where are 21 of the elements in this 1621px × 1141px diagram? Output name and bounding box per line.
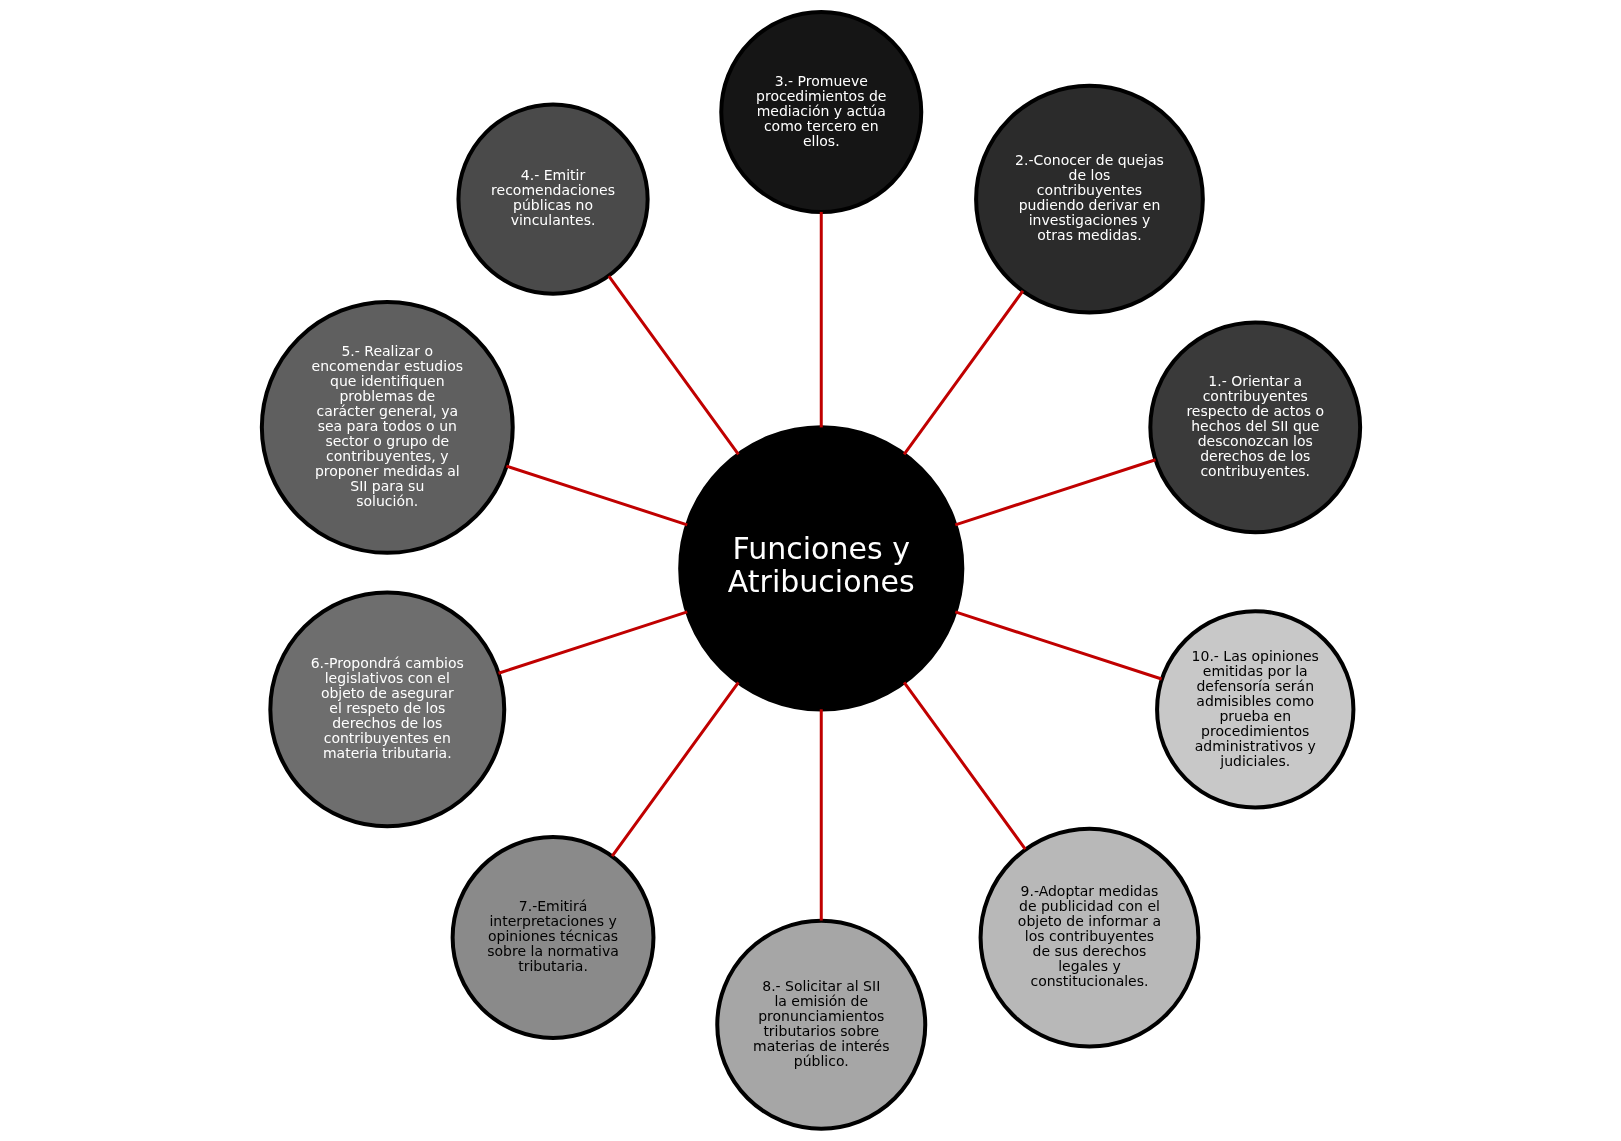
node-circle: 3.- Promueve procedimientos de mediación y actúa como tercero en ellos. <box>718 10 923 215</box>
node-circle: 7.-Emitirá interpretaciones y opiniones técnicas sobre la normativa tributaria. <box>450 835 655 1040</box>
node-circle: 8.- Solicitar al SII la emisión de pronunciamientos tributarios sobre materias de interés público. <box>714 918 927 1131</box>
node-circle: 4.- Emitir recomendaciones públicas no vinculantes. <box>455 102 650 296</box>
node-circle: Funciones y Atribuciones <box>677 425 964 712</box>
connector <box>610 681 740 858</box>
node-circle: 6.-Propondrá cambios legislativos con el objeto de asegurar el respeto de los derechos de los contribuyentes en materia tributaria. <box>267 590 506 829</box>
connector <box>819 709 823 921</box>
connector <box>954 458 1156 527</box>
connector <box>819 211 823 428</box>
connector <box>902 290 1024 456</box>
connector <box>607 275 740 456</box>
node-circle: 1.- Orientar a contribuyentes respecto de actos o hechos del SII que desconozcan los derechos de los contribuyentes. <box>1147 320 1362 535</box>
node-circle: 2.-Conocer de quejas de los contribuyentes pudiendo derivar en investigaciones y otras medidas. <box>973 83 1205 315</box>
node-circle: 10.- Las opiniones emitidas por la defensoría serán admisibles como prueba en procedimientos administrativos y judiciales. <box>1154 609 1355 810</box>
connector <box>954 610 1162 681</box>
connector <box>902 681 1026 851</box>
node-circle: 5.- Realizar o encomendar estudios que identifiquen problemas de carácter general, ya sea para todos o un sector o grupo de contribuyentes, y proponer medidas al SII para su solución. <box>259 299 515 555</box>
node-circle: 9.-Adoptar medidas de publicidad con el objeto de informar a los contribuyentes de sus derechos legales y constitucionales. <box>978 826 1200 1049</box>
connector <box>505 464 688 527</box>
connector <box>497 610 688 675</box>
